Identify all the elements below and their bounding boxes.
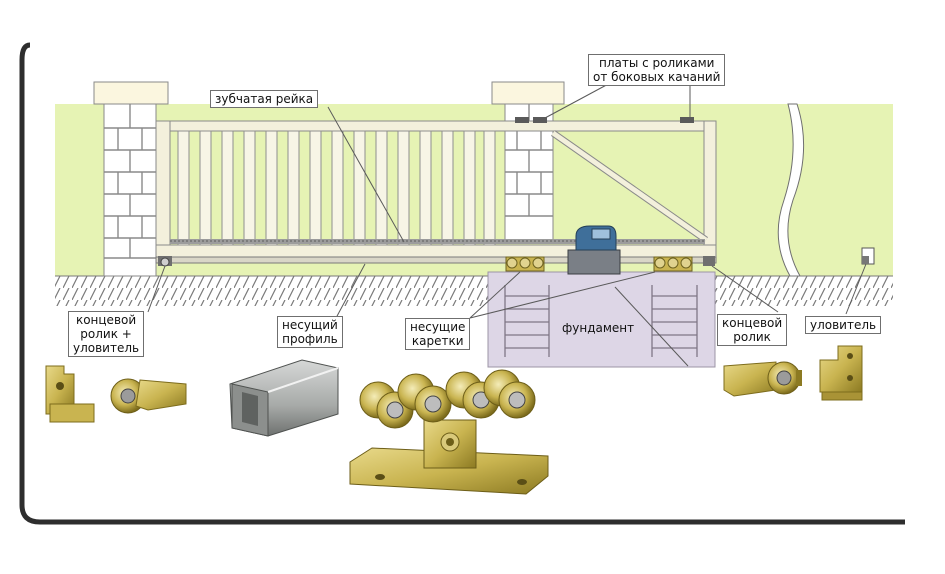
label-catcher-text: уловитель xyxy=(810,318,877,332)
carriage-wheels xyxy=(359,369,536,429)
label-end-roller-catcher: концевой ролик + уловитель xyxy=(68,311,145,357)
label-gear-rack-text: зубчатая рейка xyxy=(215,92,314,106)
label-roller-plates-line2: от боковых качаний xyxy=(593,70,721,84)
label-foundation-text: фундамент xyxy=(562,321,635,335)
gate-pickets xyxy=(177,130,496,246)
ground-right xyxy=(715,276,893,306)
roller-carriage-icon xyxy=(349,369,549,495)
carriage-small-right xyxy=(653,256,693,272)
label-end-roller-catcher-line3: уловитель xyxy=(73,341,140,355)
foundation-block xyxy=(487,271,716,368)
label-foundation: фундамент xyxy=(562,321,634,335)
end-roller-small xyxy=(158,256,172,267)
label-end-roller-line1: концевой xyxy=(722,316,783,330)
label-gear-rack: зубчатая рейка xyxy=(210,90,319,108)
gate-motor-icon xyxy=(567,225,621,275)
foundation-ladder-left xyxy=(504,285,550,357)
label-carrying-profile-line2: профиль xyxy=(282,332,338,346)
catcher-small xyxy=(861,247,875,265)
carrying-profile xyxy=(155,256,717,264)
label-carrying-profile: несущий профиль xyxy=(277,316,343,348)
label-roller-plates: платы с роликами от боковых качаний xyxy=(588,54,726,86)
catcher-icon xyxy=(819,345,863,401)
foundation-ladder-right xyxy=(651,285,698,357)
ground-left xyxy=(55,276,488,306)
label-end-roller: концевой ролик xyxy=(717,314,788,346)
label-roller-plates-line1: платы с роликами xyxy=(598,56,715,70)
label-end-roller-catcher-line2: ролик + xyxy=(80,327,132,341)
label-carriages: несущие каретки xyxy=(405,318,471,350)
end-roller-small-right xyxy=(703,256,715,266)
top-roller-plates xyxy=(515,117,694,123)
carriage-small-left xyxy=(505,256,545,272)
label-carriages-line2: каретки xyxy=(411,334,464,348)
steel-profile-icon xyxy=(229,359,339,437)
label-end-roller-catcher-line1: концевой xyxy=(75,313,137,327)
label-end-roller-line2: ролик xyxy=(733,330,771,344)
left-pillar xyxy=(93,81,169,277)
label-carrying-profile-line1: несущий xyxy=(282,318,338,332)
label-catcher: уловитель xyxy=(805,316,882,334)
end-roller-icon xyxy=(723,361,802,397)
frame-outline xyxy=(19,42,905,525)
leader-lines xyxy=(147,81,867,367)
label-carriages-line1: несущие xyxy=(410,320,466,334)
gear-rack xyxy=(170,239,705,244)
end-roller-catcher-icon xyxy=(45,365,187,423)
